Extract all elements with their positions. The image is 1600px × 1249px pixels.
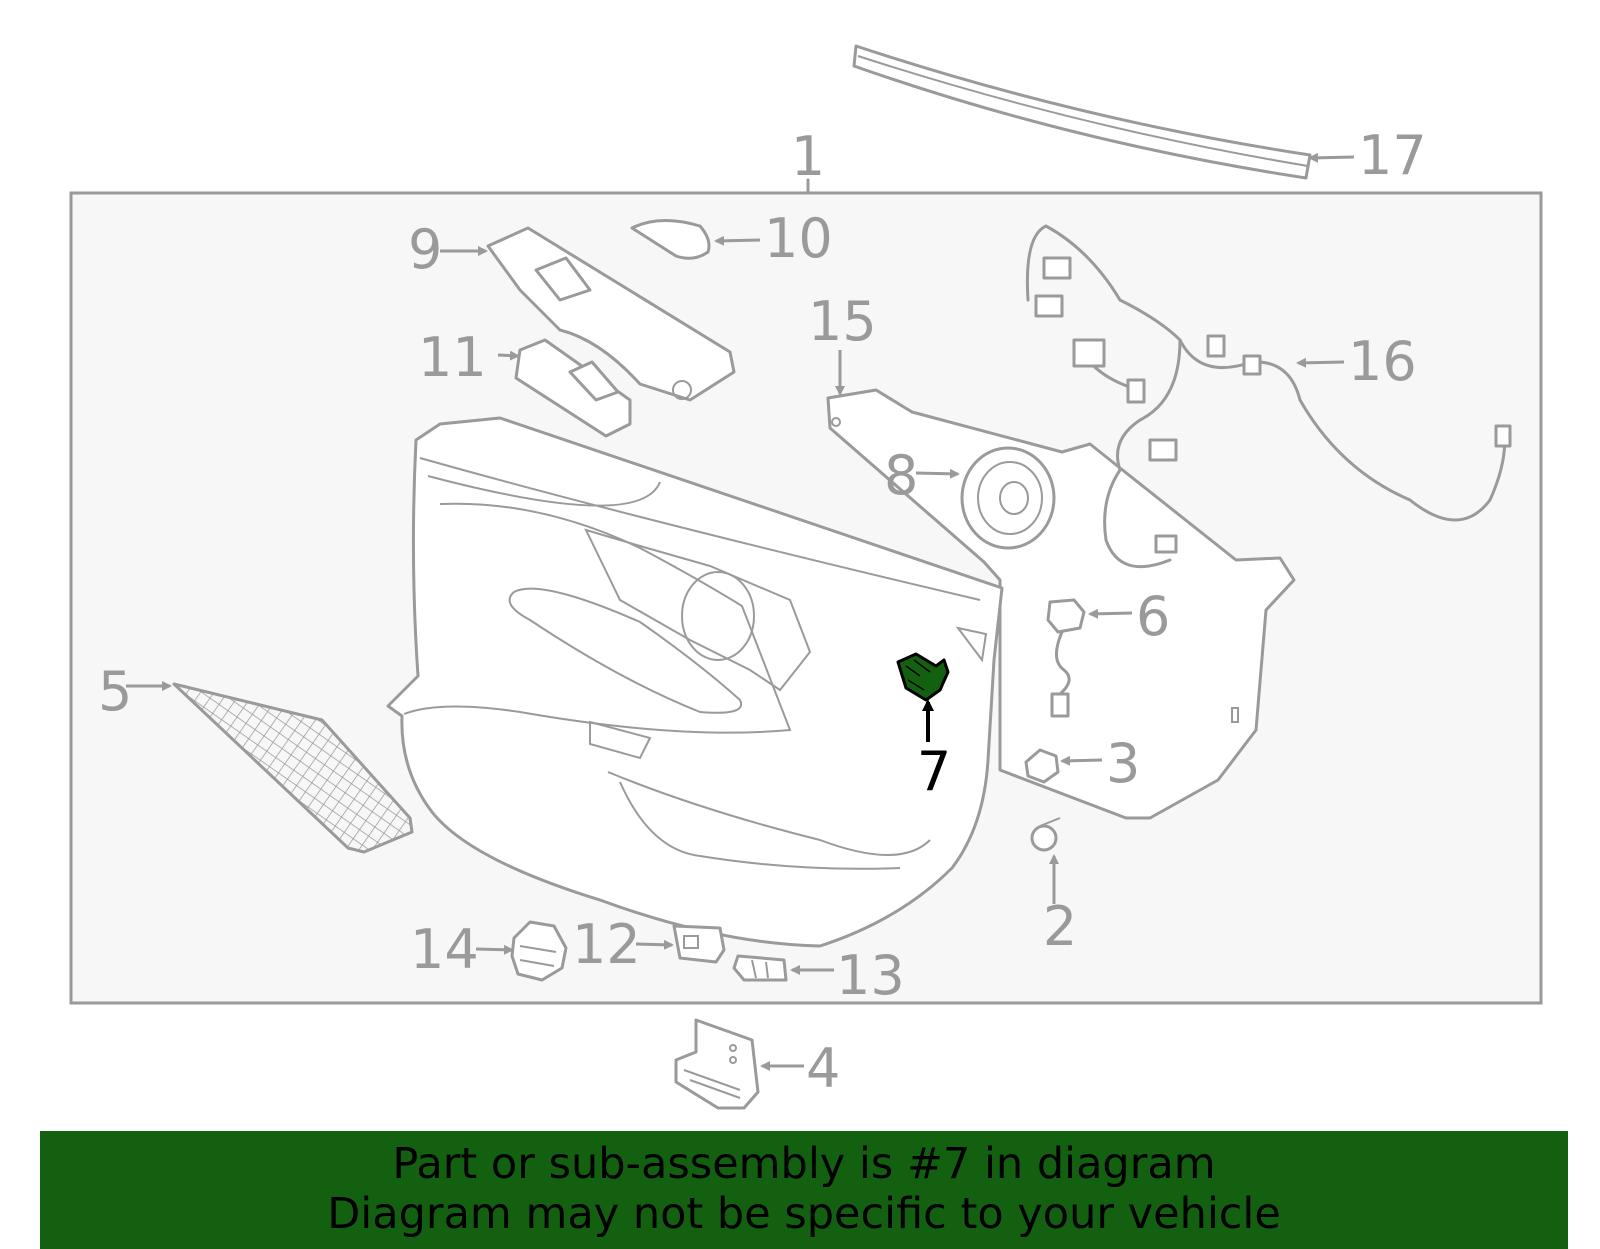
clip-part <box>1030 817 1061 852</box>
callout-1: 1 <box>791 125 825 188</box>
callout-16: 16 <box>1348 330 1417 393</box>
callout-2: 2 <box>1043 895 1077 958</box>
callout-7: 7 <box>917 740 951 803</box>
banner-line-1: Part or sub-assembly is #7 in diagram <box>392 1139 1216 1189</box>
nut-part <box>1024 748 1060 784</box>
mounting-bracket-part <box>674 1018 760 1110</box>
wiring-harness-part <box>1025 224 1512 569</box>
info-banner: Part or sub-assembly is #7 in diagram Di… <box>40 1131 1568 1249</box>
bracket-part-small <box>732 954 788 982</box>
speaker-part <box>960 446 1056 550</box>
clip-block-part <box>510 920 568 982</box>
callout-12: 12 <box>572 913 641 976</box>
door-trim-panel <box>386 416 1004 948</box>
callout-15: 15 <box>808 290 877 353</box>
window-switch-part <box>514 338 632 438</box>
callout-9: 9 <box>408 218 442 281</box>
cap-part <box>630 218 711 260</box>
callout-5: 5 <box>98 660 132 723</box>
callout-3: 3 <box>1106 732 1140 795</box>
grille-part <box>172 682 414 854</box>
banner-line-2: Diagram may not be specific to your vehi… <box>327 1189 1281 1239</box>
callout-11: 11 <box>418 326 487 389</box>
callout-17: 17 <box>1358 124 1427 187</box>
highlighted-bracket-part-7 <box>896 652 950 702</box>
callout-10: 10 <box>764 207 833 270</box>
switch-bezel-part <box>486 226 736 402</box>
callout-13: 13 <box>836 944 905 1007</box>
bracket-part <box>672 924 726 964</box>
callout-8: 8 <box>884 444 918 507</box>
callout-14: 14 <box>410 918 479 981</box>
callout-4: 4 <box>806 1037 840 1100</box>
weatherstrip-part <box>852 44 1312 180</box>
callout-6: 6 <box>1136 585 1170 648</box>
sensor-part <box>1046 598 1086 718</box>
